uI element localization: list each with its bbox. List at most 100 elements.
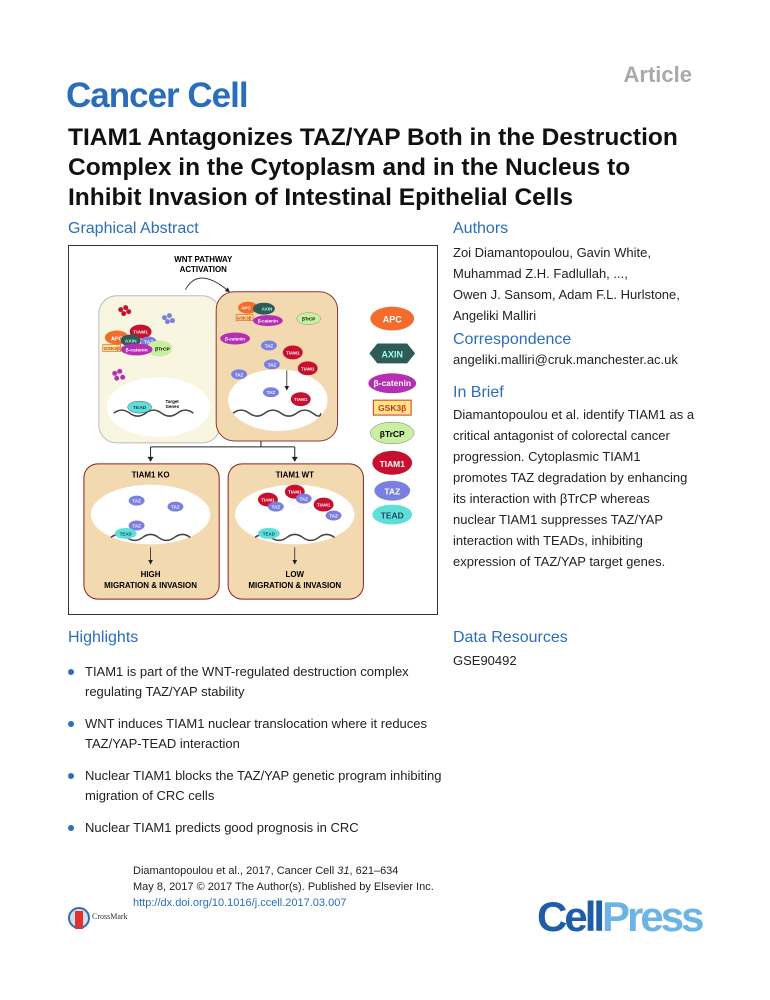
authors-line: Angeliki Malliri — [453, 308, 537, 323]
cellpress-logo: CellPress — [537, 893, 704, 941]
svg-text:TAZ: TAZ — [384, 487, 400, 497]
taz-label: TAZ — [144, 339, 153, 345]
svg-text:APC: APC — [383, 315, 402, 325]
in-brief-line: interaction with TEADs, inhibiting — [453, 533, 643, 548]
in-brief-line: progression. Cytoplasmic TIAM1 — [453, 449, 641, 464]
btrcp-label: βTrCP — [302, 317, 315, 322]
tiam1-ko-title: TIAM1 KO — [132, 471, 170, 480]
bullet-icon — [68, 825, 74, 831]
gsk3b-label: GSK3β — [103, 346, 120, 352]
svg-text:TIAM1: TIAM1 — [380, 459, 406, 469]
svg-text:TAZ: TAZ — [268, 362, 277, 367]
svg-text:TAZ: TAZ — [300, 497, 309, 502]
graphical-abstract: WNT PATHWAY ACTIVATION APC TIAM1 AXIN TA… — [68, 245, 438, 615]
citation-footer: Diamantopoulou et al., 2017, Cancer Cell… — [133, 863, 434, 911]
svg-text:TEAD: TEAD — [120, 531, 133, 536]
in-brief-heading: In Brief — [453, 384, 504, 401]
authors-heading: Authors — [453, 220, 509, 237]
svg-text:TIAM1: TIAM1 — [301, 366, 315, 371]
citation-line: Diamantopoulou et al., 2017, Cancer Cell… — [133, 863, 434, 879]
highlight-text: WNT induces TIAM1 nuclear translocation … — [85, 716, 428, 751]
wnt-label-1: WNT PATHWAY — [174, 255, 233, 264]
authors-line: Zoi Diamantopoulou, Gavin White, — [453, 245, 651, 260]
svg-text:TAZ: TAZ — [329, 514, 338, 519]
graphical-abstract-diagram: WNT PATHWAY ACTIVATION APC TIAM1 AXIN TA… — [83, 255, 417, 600]
svg-text:TAZ: TAZ — [265, 343, 274, 348]
data-resource-accession[interactable]: GSE90492 — [453, 653, 517, 668]
btrcp-label: βTrCP — [155, 346, 170, 352]
svg-text:TIAM1: TIAM1 — [261, 498, 275, 503]
highlight-item: Nuclear TIAM1 predicts good prognosis in… — [68, 818, 448, 838]
article-type-label: Article — [623, 62, 692, 87]
in-brief-line: its interaction with βTrCP whereas — [453, 491, 650, 506]
axin-label: AXIN — [262, 307, 273, 312]
dna-left — [113, 409, 194, 417]
svg-text:TIAM1: TIAM1 — [317, 503, 331, 508]
logo-press: Press — [602, 893, 704, 940]
svg-text:TIAM1: TIAM1 — [286, 350, 300, 355]
high-label: HIGH — [141, 570, 161, 579]
svg-text:TIAM1: TIAM1 — [294, 397, 308, 402]
tiam1-molecules: TIAM1 TIAM1 TIAM1 — [282, 345, 318, 407]
in-brief-line: expression of TAZ/YAP target genes. — [453, 554, 666, 569]
in-brief-line: critical antagonist of colorectal cancer — [453, 428, 670, 443]
apc-label: APC — [241, 306, 251, 311]
correspondence-email[interactable]: angeliki.malliri@cruk.manchester.ac.uk — [453, 352, 678, 367]
crossmark-label: CrossMark — [92, 912, 128, 921]
in-brief-line: nuclear TIAM1 suppresses TAZ/YAP — [453, 512, 664, 527]
highlight-item: TIAM1 is part of the WNT-regulated destr… — [68, 662, 448, 702]
tiam1-label: TIAM1 — [133, 330, 148, 336]
legend: APC AXIN β-catenin GSK3β βTrCP TIAM1 TAZ… — [368, 306, 417, 525]
svg-text:AXIN: AXIN — [382, 349, 403, 359]
nucleus-left — [106, 377, 211, 437]
bullet-icon — [68, 773, 74, 779]
svg-text:βTrCP: βTrCP — [380, 429, 405, 439]
dna-right — [232, 409, 322, 417]
beta-catenin-label: β-catenin — [225, 336, 245, 341]
svg-text:TAZ: TAZ — [132, 499, 141, 504]
tiam1-wt-title: TIAM1 WT — [276, 471, 315, 480]
taz-molecules: TAZ TAZ TAZ TAZ — [231, 340, 280, 398]
svg-text:TAZ: TAZ — [171, 505, 180, 510]
authors-line: Owen J. Sansom, Adam F.L. Hurlstone, — [453, 287, 680, 302]
svg-text:TEAD: TEAD — [263, 531, 276, 536]
low-label: LOW — [286, 570, 305, 579]
highlight-item: Nuclear TIAM1 blocks the TAZ/YAP genetic… — [68, 766, 448, 806]
migration-label: MIGRATION & INVASION — [248, 581, 341, 590]
in-brief-line: Diamantopoulou et al. identify TIAM1 as … — [453, 407, 695, 422]
in-brief-text: Diamantopoulou et al. identify TIAM1 as … — [453, 404, 694, 572]
wnt-label-2: ACTIVATION — [180, 265, 228, 274]
bullet-icon — [68, 721, 74, 727]
highlight-text: Nuclear TIAM1 blocks the TAZ/YAP genetic… — [85, 768, 442, 803]
doi-link[interactable]: http://dx.doi.org/10.1016/j.ccell.2017.0… — [133, 897, 347, 909]
citation-pages: , 621–634 — [349, 865, 399, 877]
citation-text: Diamantopoulou et al., 2017, Cancer Cell — [133, 865, 338, 877]
target-label: Target — [165, 399, 179, 404]
authors-line: Muhammad Z.H. Fadlullah, ..., — [453, 266, 628, 281]
graphical-abstract-heading: Graphical Abstract — [68, 220, 199, 237]
correspondence-heading: Correspondence — [453, 331, 572, 348]
svg-text:β-catenin: β-catenin — [373, 378, 410, 388]
highlight-text: Nuclear TIAM1 predicts good prognosis in… — [85, 820, 359, 835]
svg-text:TAZ: TAZ — [235, 372, 244, 377]
tead-label: TEAD — [133, 405, 147, 411]
svg-text:TAZ: TAZ — [272, 505, 281, 510]
copyright-line: May 8, 2017 © 2017 The Author(s). Publis… — [133, 881, 434, 893]
highlight-text: TIAM1 is part of the WNT-regulated destr… — [85, 664, 409, 699]
article-title: TIAM1 Antagonizes TAZ/YAP Both in the De… — [68, 124, 678, 211]
authors-list: Zoi Diamantopoulou, Gavin White, Muhamma… — [453, 242, 680, 326]
wnt-arrow — [185, 277, 230, 293]
genes-label: Genes — [165, 404, 179, 409]
highlights-list: TIAM1 is part of the WNT-regulated destr… — [68, 662, 448, 850]
data-resources-heading: Data Resources — [453, 629, 568, 646]
svg-text:TIAM1: TIAM1 — [288, 490, 302, 495]
bullet-icon — [68, 669, 74, 675]
apc-label: APC — [111, 336, 123, 342]
in-brief-line: promotes TAZ degradation by enhancing — [453, 470, 688, 485]
svg-text:TEAD: TEAD — [381, 511, 404, 521]
svg-text:GSK3β: GSK3β — [378, 403, 406, 413]
gsk3b-label: GSK3β — [237, 316, 252, 321]
crossmark-icon[interactable] — [68, 906, 90, 932]
journal-name: Cancer Cell — [66, 76, 249, 115]
